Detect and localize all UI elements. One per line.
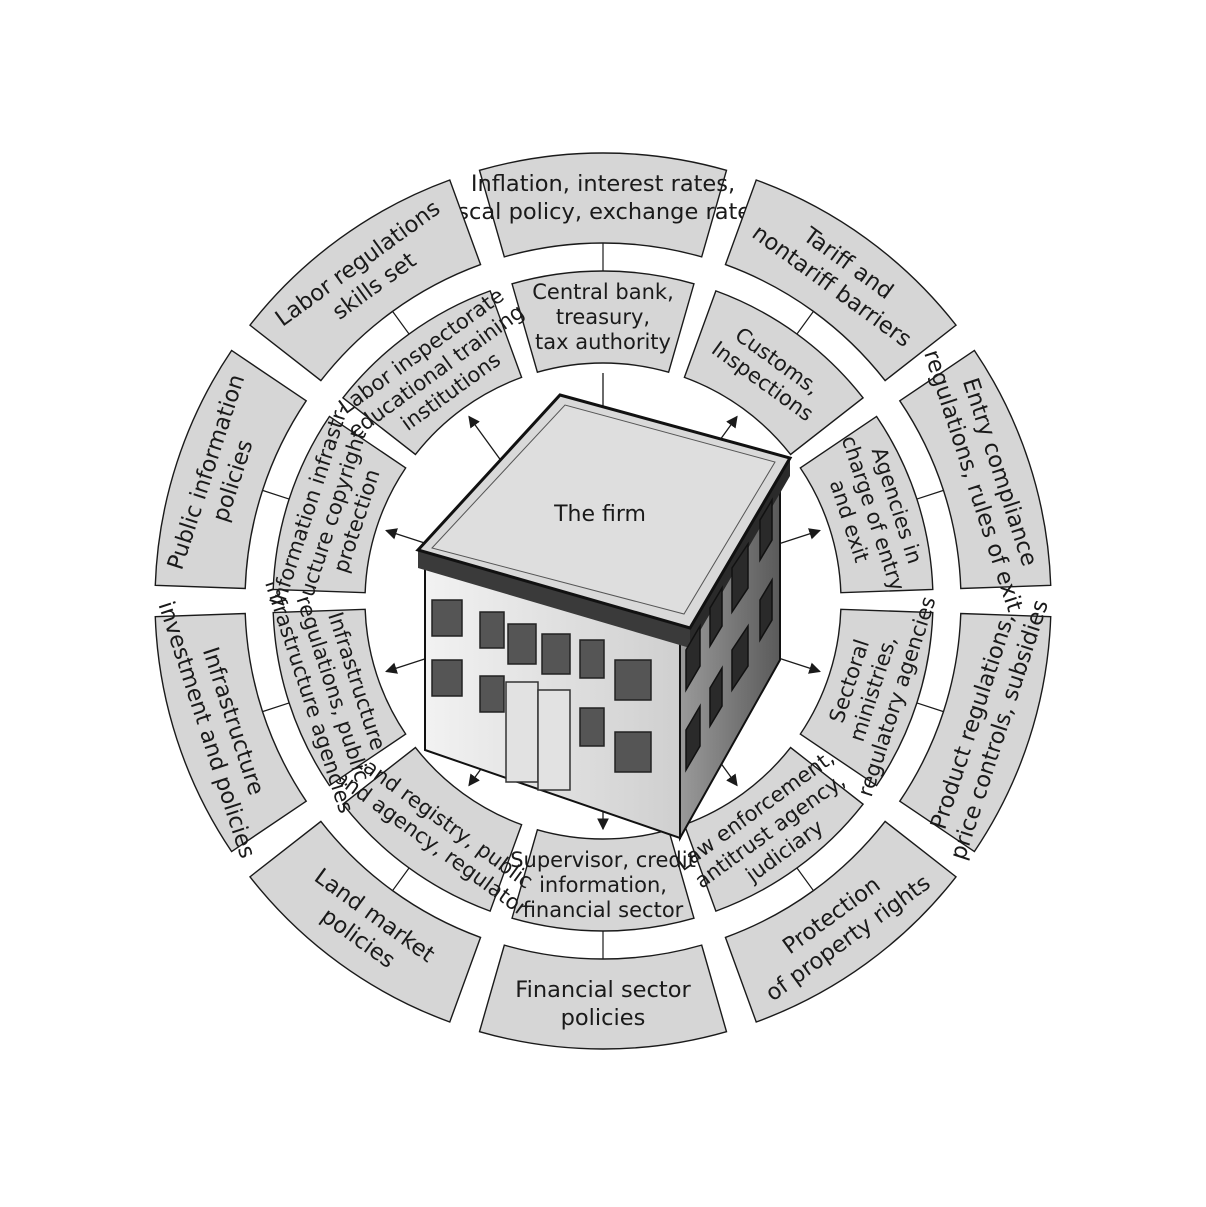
labor-connector: [392, 311, 410, 335]
macro-outer-line: Inflation, interest rates,: [471, 171, 735, 197]
labor-inner-box: [341, 290, 523, 456]
property-connector: [796, 867, 814, 891]
macro-outer-box: [478, 152, 728, 258]
finance-inner-line: financial sector: [523, 898, 684, 922]
segment-information: Information infrastr-ucture copyrightpro…: [154, 349, 407, 609]
segment-infrastructure: Infrastructureregulations, publicinfrast…: [153, 577, 407, 862]
finance-outer-line: policies: [561, 1005, 646, 1031]
labor-outer-box: [248, 179, 482, 382]
land-connector: [392, 867, 410, 891]
macro-inner-text: Central bank,treasury,tax authority: [532, 280, 673, 354]
product-inner-box: [799, 608, 934, 787]
finance-inner-box: [511, 828, 695, 932]
macro-outer-line: fiscal policy, exchange rates: [443, 199, 763, 225]
finance-inner-line: Supervisor, credit: [510, 848, 696, 872]
product-connector: [916, 702, 944, 713]
segment-land: Land registry, publicland agency, regula…: [248, 746, 537, 1023]
finance-inner-line: information,: [539, 873, 667, 897]
finance-outer-line: Financial sector: [515, 977, 691, 1003]
macro-inner-line: Central bank,: [532, 280, 673, 304]
information-inner-box: [272, 415, 407, 594]
infrastructure-connector: [262, 702, 290, 713]
segment-ring: Central bank,treasury,tax authority Infla…: [153, 152, 1054, 1050]
trade-connector: [796, 311, 814, 335]
finance-outer-box: [478, 944, 728, 1050]
building-illustration: The firm: [415, 393, 793, 842]
property-outer-box: [724, 820, 958, 1023]
segment-macro: Central bank,treasury,tax authority Infla…: [443, 152, 763, 374]
entry-inner-box: [799, 415, 934, 594]
information-outer-box: [154, 349, 308, 590]
property-inner-box: [683, 746, 865, 912]
macro-outer-text: Inflation, interest rates,fiscal policy,…: [443, 171, 763, 225]
macro-inner-box: [511, 270, 695, 374]
product-outer-box: [898, 612, 1052, 853]
infrastructure-inner-box: [272, 608, 407, 787]
information-connector: [262, 489, 290, 500]
trade-inner-box: [683, 290, 865, 456]
trade-outer-box: [724, 179, 958, 382]
infrastructure-outer-box: [154, 612, 308, 853]
entry-outer-box: [898, 349, 1052, 590]
land-inner-box: [341, 746, 523, 912]
entry-connector: [916, 489, 944, 500]
firm-label: The firm: [553, 502, 646, 527]
land-outer-box: [248, 820, 482, 1023]
macro-inner-line: treasury,: [556, 305, 650, 329]
macro-inner-line: tax authority: [535, 330, 671, 354]
